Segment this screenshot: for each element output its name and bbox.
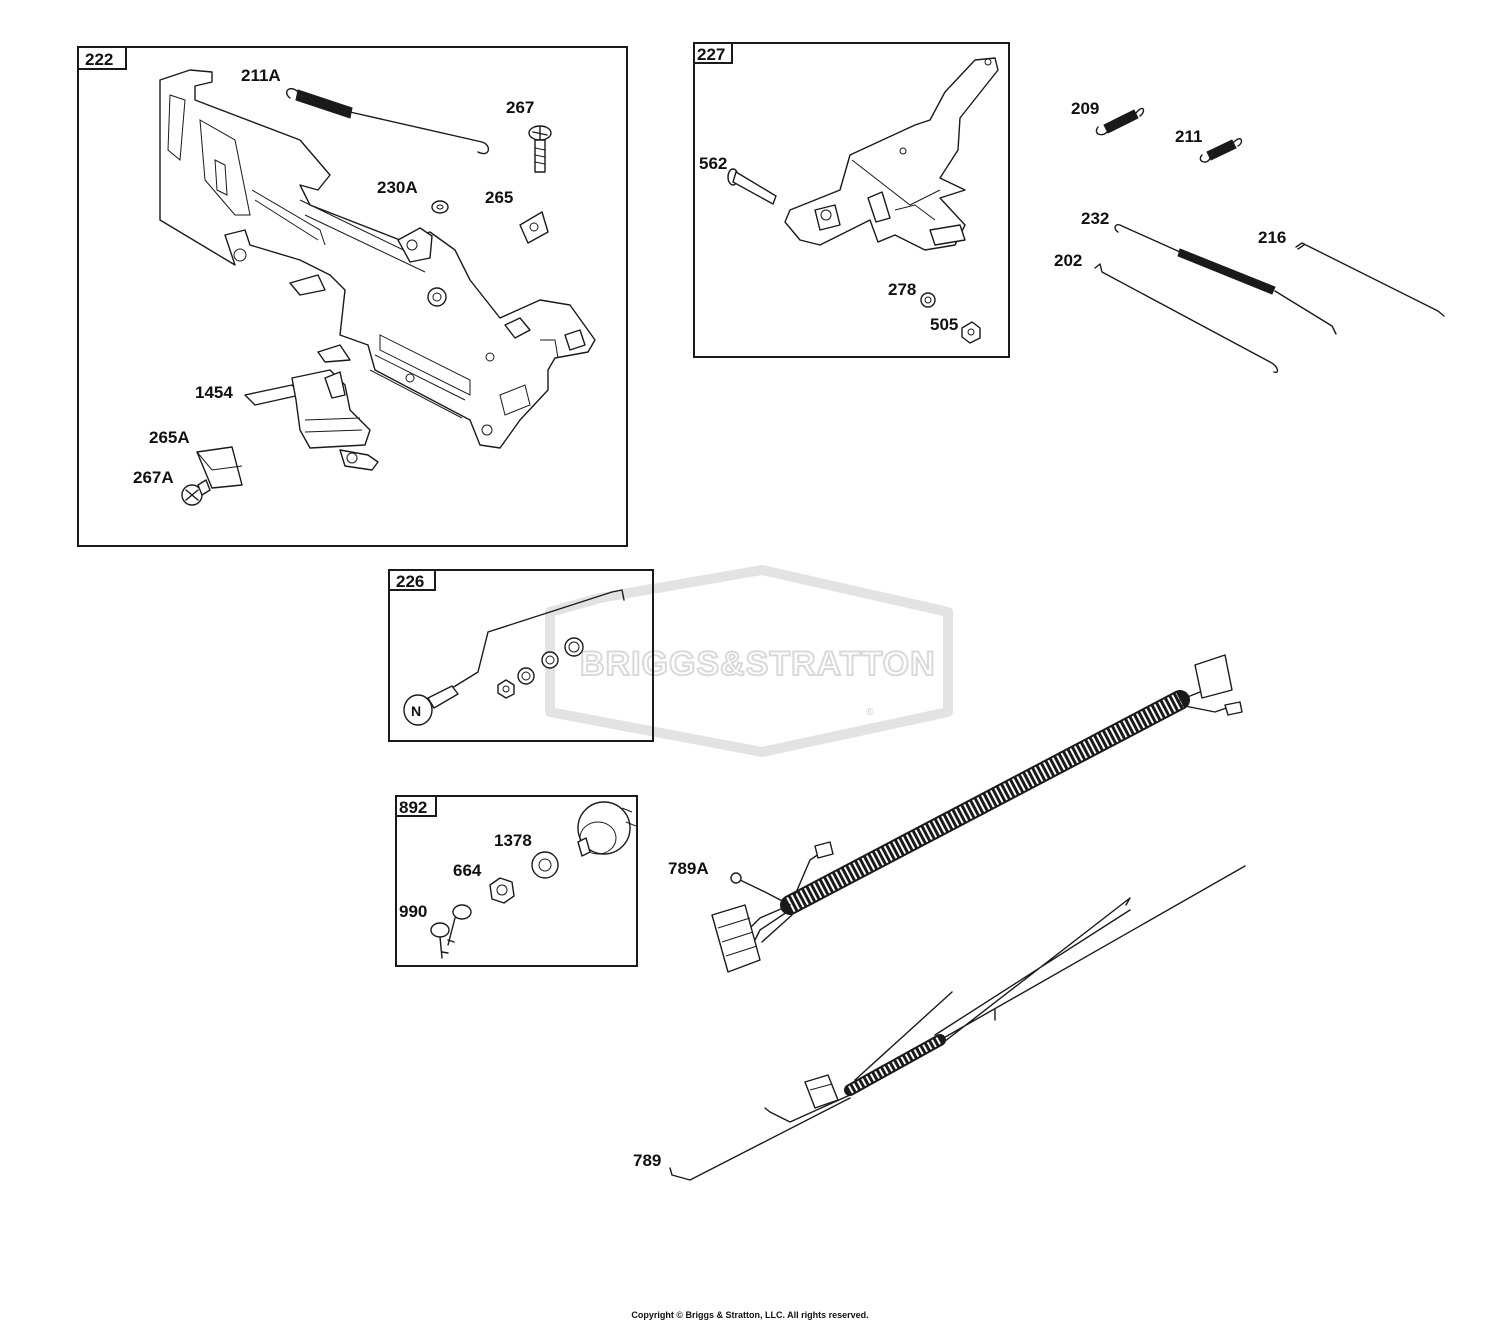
group-222-number: 222: [85, 50, 113, 69]
briggs-stratton-watermark: BRIGGS&STRATTON ®: [545, 565, 953, 757]
choke-cable-drawing: N: [403, 589, 625, 726]
group-227-frame: [693, 42, 1010, 358]
keys-990-drawing: [430, 904, 472, 959]
pin-562-drawing: [727, 168, 777, 205]
lock-washer-1378-drawing: [531, 851, 559, 879]
callout-1454: 1454: [195, 383, 233, 402]
callout-1378: 1378: [494, 831, 532, 850]
callout-232: 232: [1081, 209, 1109, 228]
callout-211A: 211A: [241, 66, 281, 85]
svg-text:N: N: [411, 703, 421, 719]
callout-230A: 230A: [377, 178, 418, 197]
callout-209: 209: [1071, 99, 1099, 118]
clip-265A-drawing: [196, 446, 243, 489]
washer-230A-drawing: [431, 200, 449, 214]
rod-232-drawing: [1114, 223, 1337, 335]
group-226-number: 226: [396, 572, 424, 591]
callout-562: 562: [699, 154, 727, 173]
watermark-registered: ®: [866, 707, 874, 718]
nut-505-drawing: [961, 321, 981, 344]
screw-267-drawing: [528, 125, 552, 173]
washer-stack-drawing: [497, 637, 584, 699]
rod-202-drawing: [1094, 263, 1279, 373]
group-222-tag: [77, 46, 127, 70]
washer-278-drawing: [920, 292, 936, 308]
group-226-tag: [388, 569, 436, 591]
group-226: 226 N: [388, 569, 654, 742]
screw-267A-drawing: [181, 479, 211, 506]
callout-278: 278: [888, 280, 916, 299]
watermark-text: BRIGGS&STRATTON: [580, 645, 936, 683]
group-892-frame: [395, 795, 638, 967]
callout-505: 505: [930, 315, 958, 334]
group-892-tag: [395, 795, 437, 817]
ignition-switch-drawing: [577, 801, 637, 857]
wire-harness-789A-drawing: [711, 654, 1243, 973]
callout-267: 267: [506, 98, 534, 117]
group-892: 892 1378 664 990: [395, 795, 638, 967]
group-227-number: 227: [697, 45, 725, 64]
callout-267A: 267A: [133, 468, 174, 487]
spring-209-drawing: [1095, 107, 1145, 136]
clip-265-drawing: [519, 211, 549, 244]
throttle-lever-drawing: [784, 57, 999, 251]
group-892-number: 892: [399, 798, 427, 817]
group-227-tag: [693, 42, 733, 64]
callout-990: 990: [399, 902, 427, 921]
wire-harness-789-drawing: [669, 865, 1246, 1181]
callout-265A: 265A: [149, 428, 190, 447]
callout-664: 664: [453, 861, 482, 880]
callout-202: 202: [1054, 251, 1082, 270]
callout-216: 216: [1258, 228, 1286, 247]
callout-789: 789: [633, 1151, 661, 1170]
group-227: 227 562 278 505: [693, 42, 1010, 358]
group-222-frame: [77, 46, 628, 547]
group-222: 222: [77, 46, 628, 547]
control-bracket-drawing: [159, 69, 596, 449]
nut-664-drawing: [489, 877, 515, 904]
copyright-footer: Copyright © Briggs & Stratton, LLC. All …: [631, 1310, 869, 1320]
group-226-frame: [388, 569, 654, 742]
rod-216-drawing: [1295, 242, 1445, 317]
solenoid-1454-drawing: [244, 369, 379, 471]
callout-265: 265: [485, 188, 513, 207]
spring-211-drawing: [1199, 138, 1243, 163]
callout-211: 211: [1175, 127, 1202, 146]
spring-211A-drawing: [286, 88, 489, 155]
callout-789A: 789A: [668, 859, 709, 878]
